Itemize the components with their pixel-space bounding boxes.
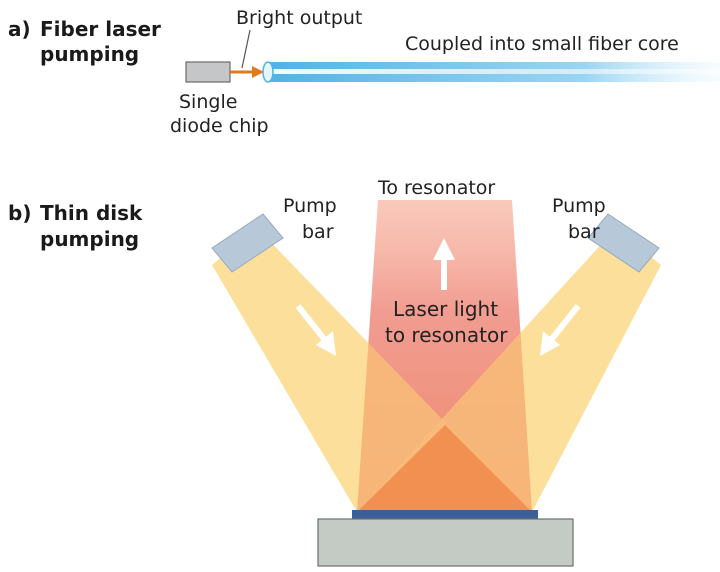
coupled-label: Coupled into small fiber core xyxy=(405,33,679,55)
left-pump-arrow xyxy=(295,304,336,356)
beam-overlap-core xyxy=(357,425,532,512)
panel-b: b) Thin disk pumping To xyxy=(8,177,661,567)
panel-a: a) Fiber laser pumping Bright output Cou… xyxy=(8,7,720,137)
output-arrow-head xyxy=(252,66,264,78)
laser-light-label-line2: to resonator xyxy=(385,323,508,347)
heat-sink-base xyxy=(317,518,574,567)
diode-label-line1: Single xyxy=(179,91,237,113)
laser-light-label-line1: Laser light xyxy=(393,297,498,321)
bright-output-leader-line xyxy=(241,29,251,69)
diode-chip xyxy=(185,61,231,83)
panel-b-letter: b) xyxy=(8,201,31,225)
right-pump-arrow xyxy=(540,304,581,356)
right-pump-label-line2: bar xyxy=(568,221,600,243)
laser-up-arrow xyxy=(433,238,455,290)
to-resonator-label: To resonator xyxy=(377,177,495,199)
left-pump-bar xyxy=(211,213,284,273)
panel-b-title-line2: pumping xyxy=(40,227,139,251)
fiber-end-face xyxy=(262,61,274,83)
beam-overlap-tint xyxy=(357,200,532,512)
bright-output-label: Bright output xyxy=(236,7,362,29)
panel-a-title-line1: Fiber laser xyxy=(40,17,161,41)
panel-a-letter: a) xyxy=(8,17,31,41)
right-pump-label-line1: Pump xyxy=(552,195,606,217)
fiber-core-highlight xyxy=(268,69,720,74)
thin-disk xyxy=(352,510,538,519)
left-pump-label-line1: Pump xyxy=(283,195,337,217)
left-pump-label-line2: bar xyxy=(302,221,334,243)
diode-label-line2: diode chip xyxy=(170,115,269,137)
panel-a-title-line2: pumping xyxy=(40,42,139,66)
right-pump-bar xyxy=(587,213,660,273)
panel-b-title-line1: Thin disk xyxy=(40,201,143,225)
